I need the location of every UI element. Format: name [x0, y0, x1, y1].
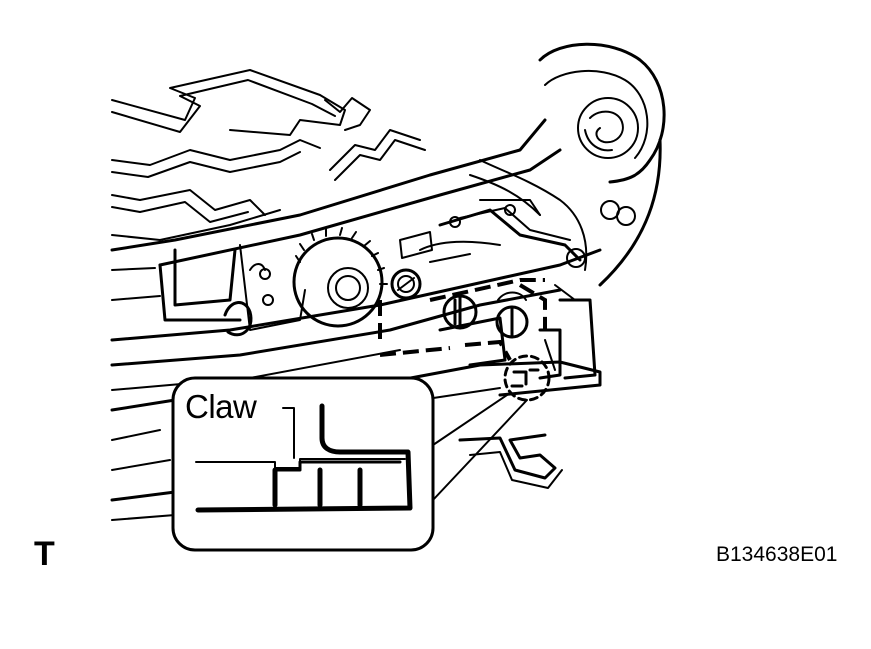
removed-part-dashed-outline — [378, 278, 547, 361]
claw-enlarged-detail — [195, 403, 413, 513]
recliner-gear — [292, 227, 422, 328]
callout-leader-upper — [432, 392, 511, 446]
cushion-spring-wires — [111, 69, 426, 241]
claw-small-detail — [510, 368, 540, 388]
claw-location-circle — [503, 354, 551, 402]
figure-code: B134638E01 — [716, 543, 838, 566]
recliner-housing — [538, 42, 666, 287]
view-direction-mark: T — [34, 535, 55, 573]
seat-side-frame — [110, 118, 602, 521]
claw-pointer-line — [282, 407, 295, 459]
claw-label: Claw — [185, 388, 257, 425]
callout-leader-lower — [432, 399, 528, 501]
